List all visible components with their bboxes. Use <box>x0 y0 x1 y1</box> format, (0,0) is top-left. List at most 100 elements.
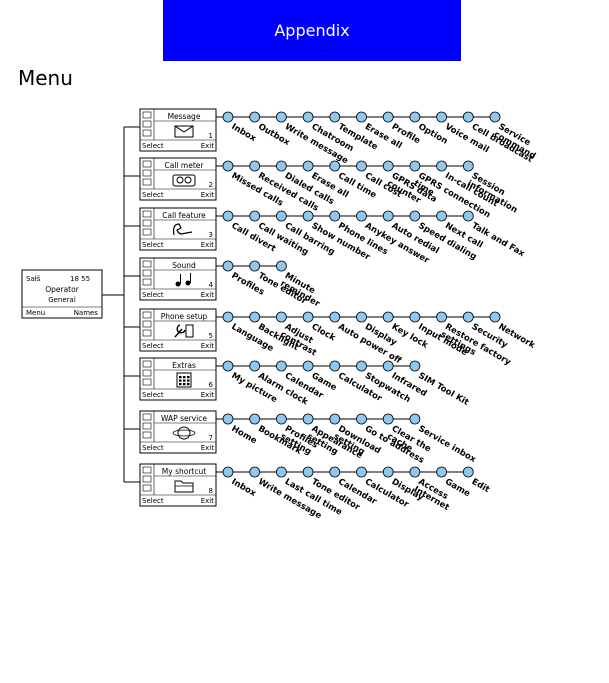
item-node <box>436 311 448 323</box>
item-node <box>275 413 287 425</box>
item-node <box>436 466 448 478</box>
menu-left-softkey: Select <box>142 444 164 452</box>
item-node <box>249 111 261 123</box>
menu-right-softkey: Exit <box>201 497 215 505</box>
item-node <box>275 111 287 123</box>
menu-item-label: Inbox <box>230 477 259 499</box>
item-node <box>249 260 261 272</box>
menu-number: 6 <box>209 381 214 389</box>
item-node <box>462 466 474 478</box>
item-node <box>222 160 234 172</box>
menu-title: Phone setup <box>161 312 208 321</box>
globe-icon <box>172 426 196 440</box>
item-node <box>356 360 367 372</box>
item-node <box>356 311 367 323</box>
item-node <box>302 413 314 425</box>
item-node <box>489 311 501 323</box>
item-node <box>356 413 367 425</box>
item-node <box>409 466 421 478</box>
item-node <box>222 311 234 323</box>
item-node <box>329 466 341 478</box>
item-node <box>409 210 421 222</box>
item-node <box>249 360 261 372</box>
item-node <box>275 210 287 222</box>
menu-left-softkey: Select <box>142 191 164 199</box>
menu-number: 5 <box>209 332 213 340</box>
menu-left-softkey: Select <box>142 342 164 350</box>
menu-left-softkey: Select <box>142 391 164 399</box>
item-node <box>356 210 367 222</box>
item-node <box>409 111 421 123</box>
item-node <box>436 111 448 123</box>
idle-time: 18 55 <box>70 275 90 283</box>
item-node <box>302 210 314 222</box>
item-node <box>249 160 261 172</box>
item-node <box>275 311 287 323</box>
item-node <box>302 160 314 172</box>
header-title: Appendix <box>274 21 350 40</box>
idle-left-softkey: Menu <box>26 309 45 317</box>
item-node <box>356 160 367 172</box>
item-node <box>249 311 261 323</box>
idle-screen: Sałš 18 55 Operator General Menu Names <box>21 269 103 319</box>
item-node <box>329 210 341 222</box>
item-node <box>222 210 234 222</box>
menu-title: WAP service <box>161 414 207 423</box>
item-node <box>409 360 421 372</box>
item-node <box>462 160 474 172</box>
item-node <box>329 160 341 172</box>
menu-item-label: Inbox <box>230 122 259 144</box>
menu-title: Message <box>168 112 201 121</box>
item-node <box>275 260 287 272</box>
menu-right-softkey: Exit <box>201 191 215 199</box>
item-node <box>249 466 261 478</box>
phone-icon <box>172 223 193 236</box>
item-node <box>409 413 421 425</box>
menu-title: Call meter <box>165 161 205 170</box>
menu-left-softkey: Select <box>142 142 164 150</box>
menu-title: Sound <box>172 261 196 270</box>
menu-item-label: Clock <box>310 322 338 344</box>
idle-right-softkey: Names <box>74 309 99 317</box>
item-node <box>462 210 474 222</box>
coins-icon <box>172 174 196 187</box>
menu-heading: Menu <box>18 66 73 90</box>
music-note-icon <box>175 273 191 287</box>
folder-icon <box>174 480 194 493</box>
item-node <box>249 210 261 222</box>
menu-title: My shortcut <box>162 467 206 476</box>
item-node <box>302 111 314 123</box>
calculator-icon <box>176 372 192 388</box>
item-node <box>382 311 394 323</box>
item-node <box>302 311 314 323</box>
menu-item-label: Home <box>230 424 259 447</box>
idle-operator: Operator <box>45 285 79 294</box>
menu-title: Call feature <box>162 211 206 220</box>
item-node <box>275 360 287 372</box>
menu-right-softkey: Exit <box>201 342 215 350</box>
item-node <box>356 111 367 123</box>
item-node <box>382 160 394 172</box>
item-node <box>409 311 421 323</box>
menu-number: 4 <box>209 281 214 289</box>
item-node <box>489 111 501 123</box>
menu-right-softkey: Exit <box>201 444 215 452</box>
item-node <box>222 111 234 123</box>
item-node <box>436 210 448 222</box>
wrench-icon <box>174 324 194 338</box>
menu-item-label: Option <box>416 122 449 147</box>
item-node <box>222 466 234 478</box>
item-node <box>382 413 394 425</box>
menu-number: 1 <box>209 132 213 140</box>
item-node <box>382 360 394 372</box>
menu-number: 3 <box>209 231 213 239</box>
